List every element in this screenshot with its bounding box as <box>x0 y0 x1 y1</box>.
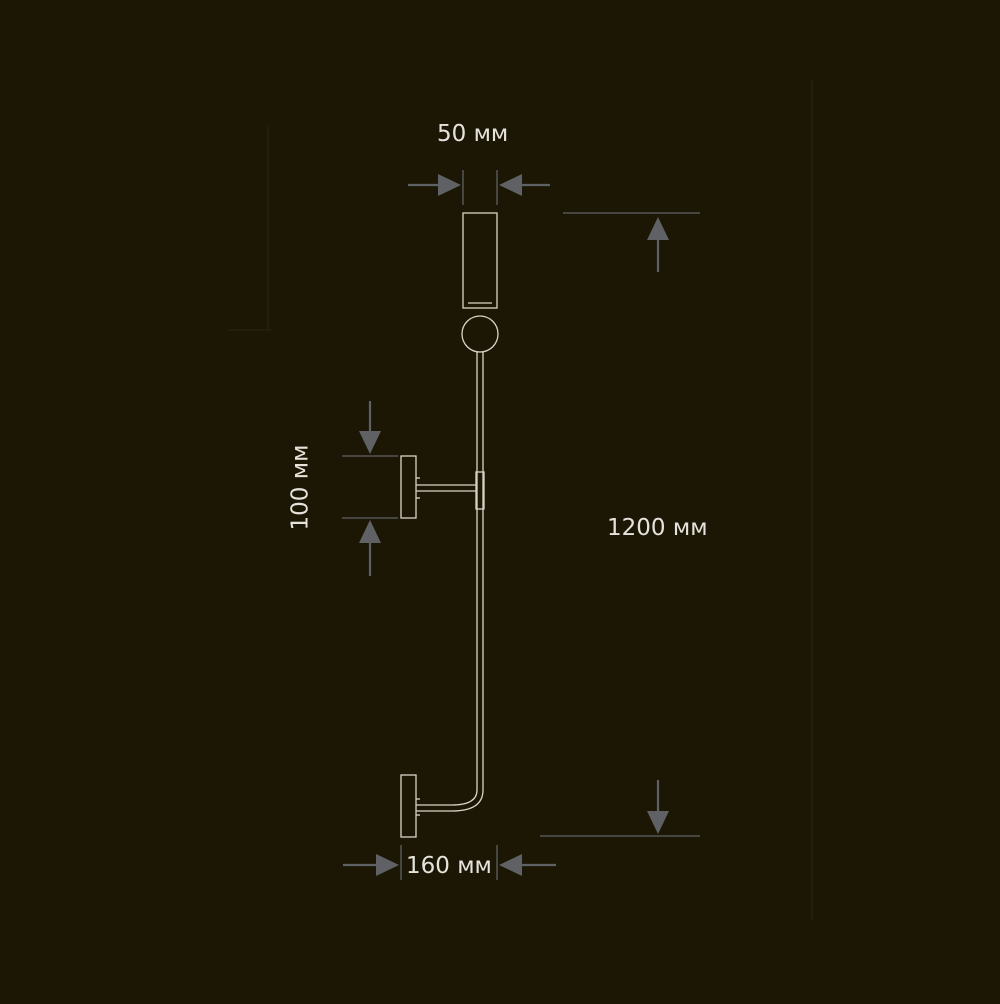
lamp-fixture <box>400 212 499 838</box>
arrow-right-icon <box>438 174 461 196</box>
bracket-height-label: 100 мм <box>287 444 314 531</box>
lamp-joint-ball <box>461 315 499 353</box>
arrow-up-icon <box>359 520 381 543</box>
lower-wall-plate <box>400 774 417 838</box>
shade-width-label: 50 мм <box>437 121 509 147</box>
lamp-shade <box>462 212 498 309</box>
lower-bend-inner <box>416 789 484 812</box>
upper-wall-plate <box>400 455 417 519</box>
total-height-label: 1200 мм <box>607 515 708 541</box>
dimension-guides <box>342 170 700 880</box>
arrow-down-icon <box>359 431 381 454</box>
arrow-down-icon <box>647 811 669 834</box>
arrow-up-icon <box>647 217 669 240</box>
faint-guides <box>228 80 813 920</box>
dimension-arrows <box>343 174 669 876</box>
arrow-right-icon <box>376 854 399 876</box>
arrow-left-icon <box>499 854 522 876</box>
lower-bend-outer <box>416 789 478 806</box>
depth-label: 160 мм <box>406 853 492 879</box>
arrow-left-icon <box>499 174 522 196</box>
